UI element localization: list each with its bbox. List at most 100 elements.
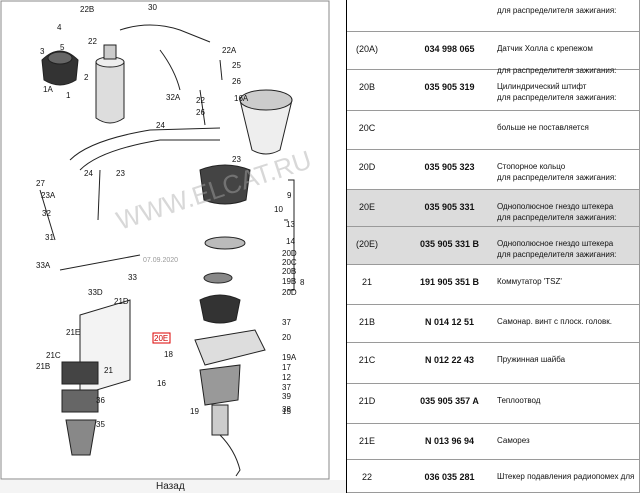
part-number-cell[interactable]: 191 905 351 B [419,277,480,287]
description-cell: больше не поставляется [497,122,640,133]
callout-15[interactable]: 15 [282,407,291,416]
description-line: больше не поставляется [497,123,589,132]
callout-3[interactable]: 3 [40,47,45,56]
part-number-cell[interactable]: 035 905 323 [424,162,475,172]
callout-37[interactable]: 37 [282,318,291,327]
callout-21d[interactable]: 21D [114,297,129,306]
description-cell: Коммутатор 'TSZ' [497,276,640,287]
position-cell: (20A) [355,44,378,54]
callout-23[interactable]: 23 [232,155,241,164]
callout-16[interactable]: 16 [157,379,166,388]
part-number-cell[interactable]: 036 035 281 [424,472,475,482]
table-row[interactable]: 21B N 014 12 51 Самонар. винт с плоск. гол… [347,305,640,343]
position-cell: 21B [358,317,375,327]
callout-2[interactable]: 2 [84,73,89,82]
part-number-cell[interactable]: 035 905 331 B [419,239,480,249]
callout-20c[interactable]: 20C [282,258,297,267]
callout-20b[interactable]: 20B [282,267,296,276]
callout-20[interactable]: 20 [282,333,291,342]
part-number-cell[interactable]: 034 998 065 [424,44,475,54]
callout-16a[interactable]: 16A [234,94,249,103]
position-cell: 21E [358,436,375,446]
callout-32a[interactable]: 32A [166,93,181,102]
callout-20d[interactable]: 20D [282,249,297,258]
description-line: Однополюсное гнездо штекера [497,239,614,248]
callout-23a[interactable]: 23A [41,191,56,200]
callout-26b[interactable]: 26 [196,108,205,117]
callout-12[interactable]: 12 [282,373,291,382]
callout-13[interactable]: 13 [286,220,295,229]
part-number-cell[interactable]: 035 905 331 [424,202,475,212]
callout-39[interactable]: 39 [282,392,291,401]
description-cell: Самонар. винт с плоск. головк. [497,316,640,327]
callout-24[interactable]: 24 [156,121,165,130]
callout-33d[interactable]: 33D [88,288,103,297]
callout-25[interactable]: 25 [232,61,241,70]
callout-22[interactable]: 22 [88,37,97,46]
callout-20e[interactable]: 20E [154,334,168,343]
callout-21[interactable]: 21 [104,366,113,375]
callout-30[interactable]: 30 [148,3,157,12]
callout-1[interactable]: 1 [66,91,71,100]
callout-21e[interactable]: 21E [66,328,80,337]
callout-17[interactable]: 17 [282,363,291,372]
callout-22b[interactable]: 22 [196,96,205,105]
callout-10[interactable]: 10 [274,205,283,214]
callout-33a[interactable]: 33A [36,261,51,270]
callout-4[interactable]: 4 [57,23,62,32]
callout-36[interactable]: 36 [96,396,105,405]
part-number-cell[interactable]: N 012 22 43 [424,355,475,365]
callout-26[interactable]: 26 [232,77,241,86]
callout-14[interactable]: 14 [286,237,295,246]
callout-20db[interactable]: 20D [282,288,297,297]
callout-24b[interactable]: 24 [84,169,93,178]
callout-1a[interactable]: 1A [43,85,53,94]
table-row[interactable]: для распределителя зажигания: [347,0,640,32]
callout-21c[interactable]: 21C [46,351,61,360]
callout-5[interactable]: 5 [60,43,65,52]
callout-18[interactable]: 18 [164,350,173,359]
callout-33[interactable]: 33 [128,273,137,282]
callout-35[interactable]: 35 [96,420,105,429]
callout-19b[interactable]: 19B [282,277,296,286]
part-number-cell[interactable]: N 014 12 51 [424,317,475,327]
callout-19a[interactable]: 19A [282,353,297,362]
callout-27[interactable]: 27 [36,179,45,188]
description-line: Теплоотвод [497,396,541,405]
description-cell: Штекер подавления радиопомех для [497,471,640,482]
callout-22a[interactable]: 22A [222,46,237,55]
callout-22b[interactable]: 22B [80,5,94,14]
part-number-cell[interactable]: 035 905 319 [424,82,475,92]
callout-9[interactable]: 9 [287,191,292,200]
callout-21b[interactable]: 21B [36,362,50,371]
callout-37b[interactable]: 37 [282,383,291,392]
watermark-date: 07.09.2020 [143,257,178,264]
callout-19[interactable]: 19 [190,407,199,416]
description-line: Пружинная шайба [497,355,566,364]
callout-32[interactable]: 32 [42,209,51,218]
position-cell: 20D [358,162,376,172]
back-link[interactable]: Назад [156,481,185,492]
description-line: для распределителя зажигания: [497,250,617,259]
part-number-cell[interactable]: 035 905 357 A [420,396,479,406]
callout-23b[interactable]: 23 [116,169,125,178]
description-line: Датчик Холла с крепежом [497,44,593,53]
callout-38[interactable]: 38 [282,405,291,414]
callout-31[interactable]: 31 [45,233,54,242]
callout-8[interactable]: 8 [300,278,305,287]
description-line: для распределителя зажигания: [497,6,617,15]
part-number-cell[interactable]: N 013 96 94 [424,436,475,446]
